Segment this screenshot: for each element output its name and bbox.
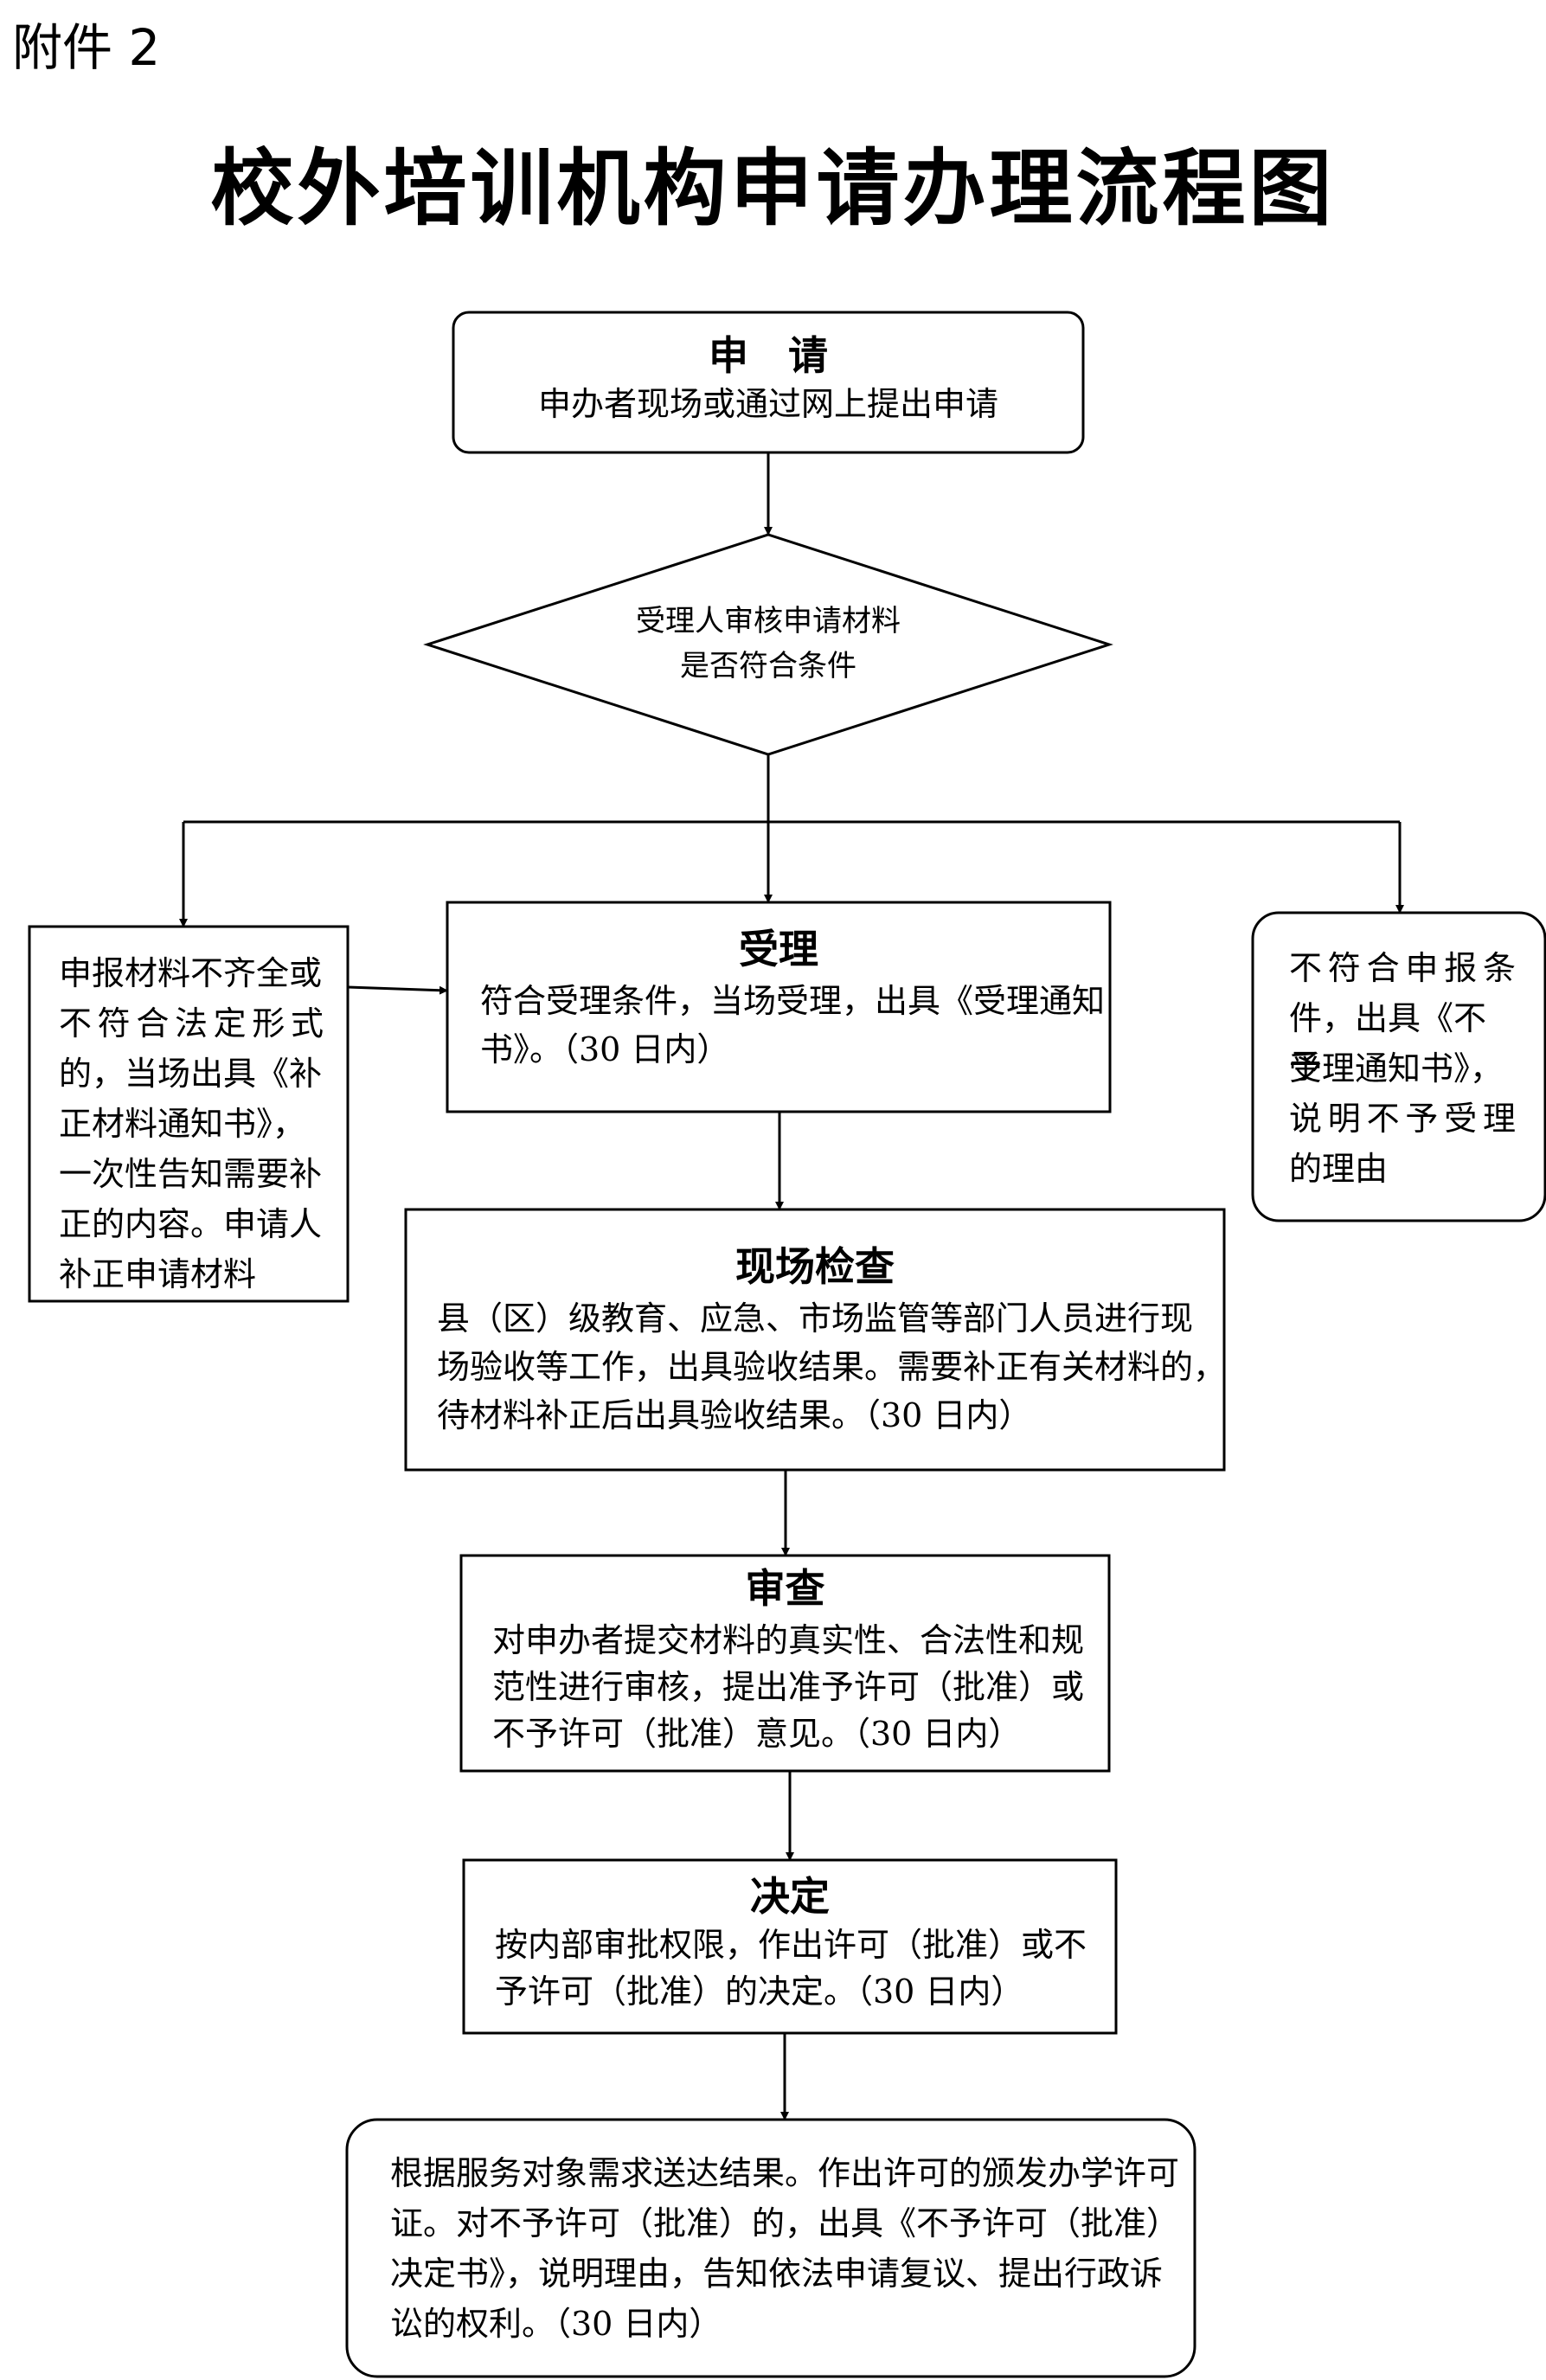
apply-body: 申办者现场或通过网上提出申请 bbox=[537, 385, 998, 423]
inspection-box-outline bbox=[404, 1208, 1226, 1472]
arrow-supplement-to-accept bbox=[347, 985, 448, 995]
inspection-line: 待材料补正后出具验收结果。（30 日内） bbox=[437, 1396, 1032, 1434]
deliver-line: 决定书》，说明理由，告知依法申请复议、提出行政诉 bbox=[390, 2255, 1164, 2293]
deliver-box-outline bbox=[345, 2118, 1196, 2378]
decision-line-1: 受理人审核申请材料 bbox=[636, 604, 901, 638]
supplement-line: 一次性告知需要补 bbox=[59, 1155, 323, 1193]
supplement-note: 申报材料不齐全或 不符合法定形式 的，当场出具《补 正材料通知书》， 一次性告知… bbox=[29, 927, 348, 1301]
supplement-line: 不符合法定形式 bbox=[59, 1004, 324, 1042]
examine-title: 审查 bbox=[745, 1565, 825, 1612]
accept-line-1: 符合受理条件，当场受理，出具《受理通知 bbox=[480, 982, 1106, 1020]
supplement-line: 申报材料不齐全或 bbox=[59, 954, 323, 992]
reject-note: 不符合申报条 件，出具《不予 受理通知书》， 说明不予受理 的理由 bbox=[1253, 913, 1545, 1221]
accept-title: 受理 bbox=[739, 926, 818, 972]
deliver-line: 讼的权利。（30 日内） bbox=[390, 2305, 722, 2343]
supplement-line: 补正申请材料 bbox=[59, 1255, 257, 1293]
supplement-box-outline bbox=[28, 925, 350, 1303]
attachment-label: 附件 2 bbox=[12, 18, 161, 77]
decide-step: 决定 按内部审批权限，作出许可（批准）或不 予许可（批准）的决定。（30 日内） bbox=[464, 1860, 1116, 2033]
page-title: 校外培训机构申请办理流程图 bbox=[210, 139, 1336, 237]
deliver-line: 证。对不予许可（批准）的，出具《不予许可（批准） bbox=[390, 2204, 1180, 2242]
reject-line: 说明不予受理 bbox=[1289, 1100, 1516, 1138]
apply-title: 申 请 bbox=[709, 332, 828, 379]
decide-line: 予许可（批准）的决定。（30 日内） bbox=[495, 1973, 1024, 2011]
supplement-line: 正的内容。申请人 bbox=[59, 1205, 323, 1243]
supplement-line: 正材料通知书》， bbox=[59, 1105, 306, 1143]
decide-title: 决定 bbox=[750, 1873, 830, 1920]
decision-line-2: 是否符合条件 bbox=[680, 649, 856, 683]
deliver-step: 根据服务对象需求送达结果。作出许可的颁发办学许可 证。对不予许可（批准）的，出具… bbox=[347, 2120, 1195, 2377]
reject-line: 件，出具《不予 bbox=[1289, 999, 1487, 1086]
review-decision: 受理人审核申请材料 是否符合条件 bbox=[427, 535, 1109, 754]
inspection-title: 现场检查 bbox=[735, 1243, 895, 1290]
inspection-line: 场验收等工作，出具验收结果。需要补正有关材料的， bbox=[437, 1348, 1227, 1386]
inspection-line: 县（区）级教育、应急、市场监管等部门人员进行现 bbox=[437, 1299, 1194, 1338]
examine-step: 审查 对申办者提交材料的真实性、合法性和规 范性进行审核，提出准予许可（批准）或… bbox=[461, 1556, 1109, 1771]
examine-line: 不予许可（批准）意见。（30 日内） bbox=[492, 1715, 1022, 1753]
examine-line: 对申办者提交材料的真实性、合法性和规 bbox=[492, 1621, 1085, 1659]
examine-line: 范性进行审核，提出准予许可（批准）或 bbox=[492, 1668, 1085, 1706]
inspection-step: 现场检查 县（区）级教育、应急、市场监管等部门人员进行现 场验收等工作，出具验收… bbox=[406, 1209, 1227, 1470]
accept-step: 受理 符合受理条件，当场受理，出具《受理通知 书》。（30 日内） bbox=[447, 902, 1110, 1112]
reject-line: 受理通知书》， bbox=[1289, 1049, 1504, 1087]
reject-line: 的理由 bbox=[1289, 1150, 1389, 1188]
decide-line: 按内部审批权限，作出许可（批准）或不 bbox=[495, 1926, 1087, 1964]
deliver-line: 根据服务对象需求送达结果。作出许可的颁发办学许可 bbox=[390, 2154, 1180, 2192]
apply-step: 申 请 申办者现场或通过网上提出申请 bbox=[453, 312, 1083, 452]
accept-line-2: 书》。（30 日内） bbox=[480, 1030, 730, 1068]
supplement-line: 的，当场出具《补 bbox=[59, 1055, 323, 1093]
reject-line: 不符合申报条 bbox=[1289, 949, 1516, 987]
